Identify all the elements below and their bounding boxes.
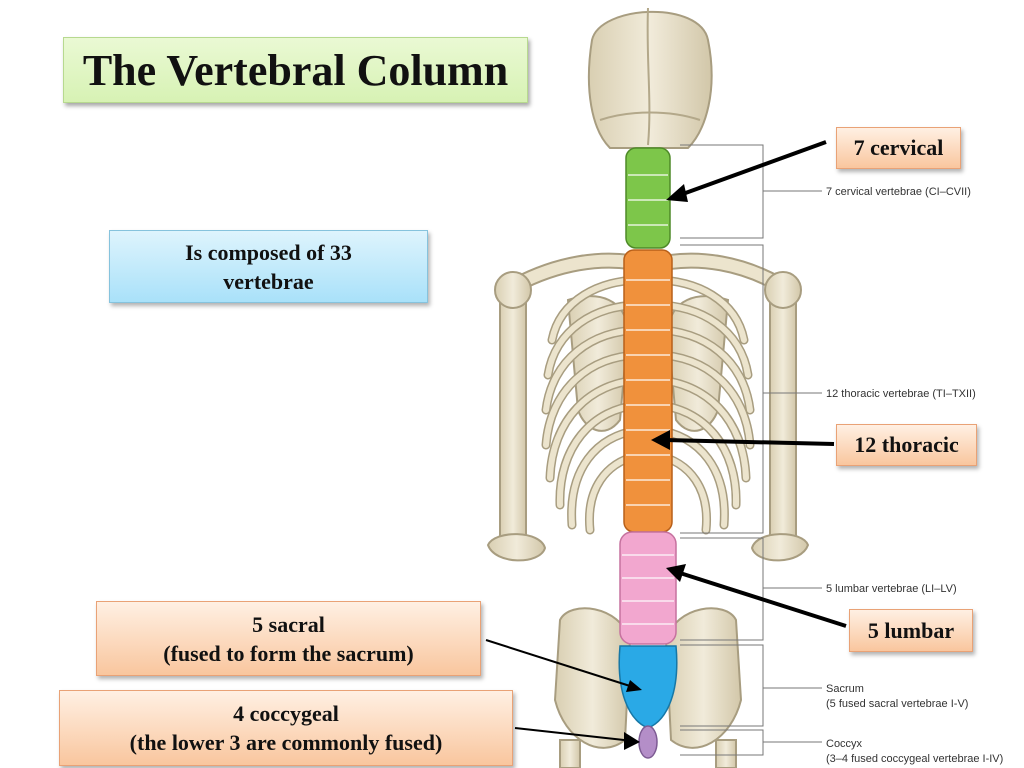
callout-thoracic: 12 thoracic bbox=[836, 424, 977, 466]
coccygeal-segment bbox=[638, 725, 658, 759]
callout-arrows bbox=[651, 140, 847, 628]
region-brackets bbox=[680, 144, 822, 756]
cervical-segment bbox=[625, 147, 671, 249]
callout-coccygeal-line-1: 4 coccygeal bbox=[233, 701, 339, 726]
figure-label-sacrum: Sacrum bbox=[826, 683, 864, 695]
callout-lumbar: 5 lumbar bbox=[849, 609, 973, 652]
lumbar-segment bbox=[619, 531, 677, 645]
vertebral-dividers bbox=[622, 174, 674, 625]
callout-sacral: 5 sacral (fused to form the sacrum) bbox=[96, 601, 481, 676]
thin-arrows bbox=[485, 639, 642, 750]
vertebral-column bbox=[618, 147, 678, 759]
skull bbox=[587, 7, 713, 149]
callout-sacral-line-2: (fused to form the sacrum) bbox=[163, 640, 414, 666]
figure-label-thoracic: 12 thoracic vertebrae (TI–TXII) bbox=[826, 388, 976, 400]
figure-label-cervical: 7 cervical vertebrae (CI–CVII) bbox=[826, 186, 971, 198]
pelvis bbox=[553, 607, 743, 768]
composition-line-1: Is composed of 33 bbox=[185, 239, 352, 265]
arm-bones bbox=[486, 271, 810, 562]
figure-label-coccyx-detail: (3–4 fused coccygeal vertebrae I-IV) bbox=[826, 753, 1004, 765]
figure-label-lumbar: 5 lumbar vertebrae (LI–LV) bbox=[826, 583, 957, 595]
thoracic-segment bbox=[623, 249, 673, 533]
figure-label-coccyx: Coccyx bbox=[826, 738, 863, 750]
callout-cervical: 7 cervical bbox=[836, 127, 961, 169]
callout-coccygeal-line-2: (the lower 3 are commonly fused) bbox=[129, 730, 443, 755]
composition-line-2: vertebrae bbox=[223, 268, 314, 294]
callout-coccygeal: 4 coccygeal (the lower 3 are commonly fu… bbox=[59, 690, 513, 766]
callout-sacral-line-1: 5 sacral bbox=[252, 611, 325, 637]
composition-note: Is composed of 33 vertebrae bbox=[109, 230, 428, 303]
figure-label-sacrum-detail: (5 fused sacral vertebrae I-V) bbox=[826, 698, 969, 710]
page-title: The Vertebral Column bbox=[63, 37, 528, 103]
